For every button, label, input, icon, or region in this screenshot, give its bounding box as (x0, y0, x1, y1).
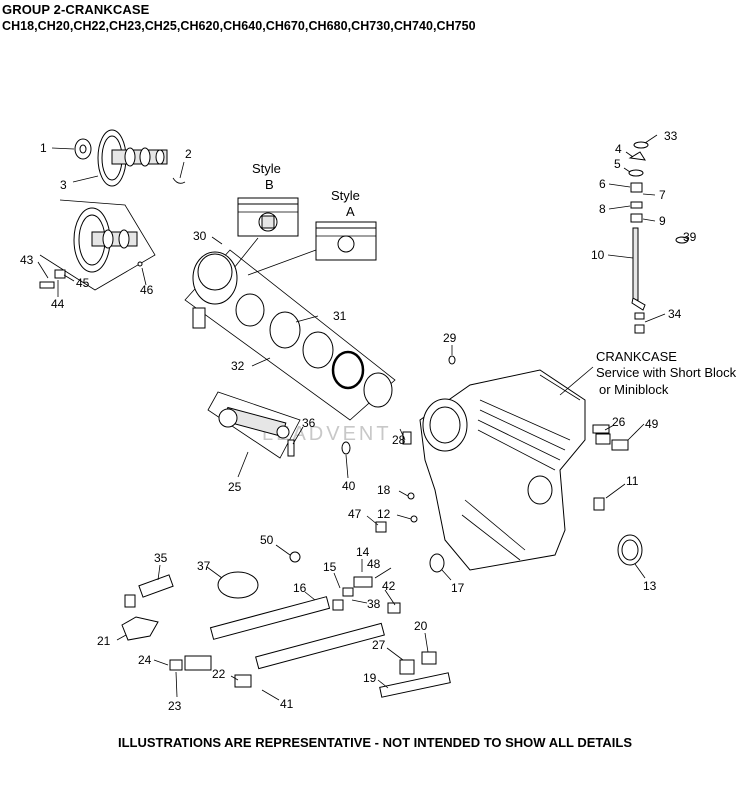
style-b-letter: B (265, 177, 274, 192)
part-connecting-rod (218, 406, 290, 439)
callout-41: 41 (280, 697, 294, 711)
callout-38: 38 (367, 597, 381, 611)
callout-13: 13 (643, 579, 657, 593)
part-crankshaft-box (39, 199, 156, 291)
part-plugs-right (592, 424, 629, 511)
callout-16: 16 (293, 581, 307, 595)
part-shafts (379, 651, 451, 698)
part-regulator-24 (169, 655, 212, 671)
crankcase-service-label: Service with Short Block (596, 365, 737, 380)
part-plug-18 (407, 492, 415, 500)
part-plug-40 (341, 441, 351, 455)
callout-25: 25 (228, 480, 242, 494)
part-plug-12 (410, 515, 418, 523)
part-bracket-21 (121, 616, 159, 641)
crankcase-label: CRANKCASE (596, 349, 677, 364)
callout-39: 39 (683, 230, 697, 244)
callout-22: 22 (212, 667, 226, 681)
callout-8: 8 (599, 202, 606, 216)
callout-35: 35 (154, 551, 168, 565)
callout-23: 23 (168, 699, 182, 713)
callout-4: 4 (615, 142, 622, 156)
part-crankcase (419, 369, 586, 571)
style-a-label: Style (331, 188, 360, 203)
callout-2: 2 (185, 147, 192, 161)
callout-17: 17 (451, 581, 465, 595)
part-camshaft (97, 129, 168, 187)
part-fittings (289, 551, 401, 614)
part-tubes (209, 596, 385, 670)
callout-5: 5 (614, 157, 621, 171)
callout-28: 28 (392, 433, 406, 447)
callout-40: 40 (342, 479, 356, 493)
callout-32: 32 (231, 359, 245, 373)
callout-3: 3 (60, 178, 67, 192)
callout-30: 30 (193, 229, 207, 243)
callout-18: 18 (377, 483, 391, 497)
style-b-label: Style (252, 161, 281, 176)
callout-43: 43 (20, 253, 34, 267)
callout-45: 45 (76, 276, 90, 290)
callout-49: 49 (645, 417, 659, 431)
model-list: CH18,CH20,CH22,CH23,CH25,CH620,CH640,CH6… (2, 19, 476, 33)
part-plug-29 (448, 355, 456, 365)
part-oil-seal (617, 534, 643, 566)
callout-14: 14 (356, 545, 370, 559)
callout-15: 15 (323, 560, 337, 574)
part-dowel-28 (402, 431, 412, 445)
callout-10: 10 (591, 248, 605, 262)
callout-6: 6 (599, 177, 606, 191)
callout-12: 12 (377, 507, 391, 521)
style-a-letter: A (346, 204, 355, 219)
diagram-title: GROUP 2-CRANKCASE (2, 2, 150, 17)
callout-31: 31 (333, 309, 347, 323)
part-breather-35 (124, 574, 174, 608)
callout-21: 21 (97, 634, 111, 648)
part-thrust-washer (74, 138, 92, 160)
callout-33: 33 (664, 129, 678, 143)
part-piston-assembly (192, 251, 238, 329)
disclaimer-footer: ILLUSTRATIONS ARE REPRESENTATIVE - NOT I… (118, 735, 632, 750)
leader-lines (37, 134, 689, 701)
callout-42: 42 (382, 579, 396, 593)
callout-20: 20 (414, 619, 428, 633)
callout-46: 46 (140, 283, 154, 297)
callout-11: 11 (626, 474, 639, 488)
part-piston-rings (235, 293, 393, 408)
part-piston-style-a (315, 221, 377, 261)
callout-34: 34 (668, 307, 682, 321)
callout-29: 29 (443, 331, 457, 345)
callout-1: 1 (40, 141, 47, 155)
callout-37: 37 (197, 559, 211, 573)
part-rod-bolt (287, 439, 295, 457)
callout-numbers: 1 2 3 4 5 6 7 8 9 10 11 12 13 14 15 16 1… (20, 129, 697, 713)
callout-47: 47 (348, 507, 362, 521)
style-labels: Style B Style A CRANKCASE Service with S… (252, 161, 737, 397)
callout-36: 36 (302, 416, 316, 430)
part-piston-style-b (237, 197, 299, 237)
callout-44: 44 (51, 297, 65, 311)
part-bushing-22 (234, 674, 252, 688)
part-pin (172, 177, 186, 184)
part-bushing-17 (429, 553, 445, 573)
part-plug-47 (375, 521, 387, 533)
callout-48: 48 (367, 557, 381, 571)
callout-9: 9 (659, 214, 666, 228)
part-valve-train (628, 141, 689, 334)
callout-19: 19 (363, 671, 377, 685)
part-gasket-37 (217, 571, 259, 599)
part-rod-box (207, 391, 301, 459)
crankcase-miniblock-label: or Miniblock (599, 382, 669, 397)
callout-27: 27 (372, 638, 386, 652)
callout-50: 50 (260, 533, 274, 547)
callout-24: 24 (138, 653, 152, 667)
callout-7: 7 (659, 188, 666, 202)
callout-26: 26 (612, 415, 626, 429)
